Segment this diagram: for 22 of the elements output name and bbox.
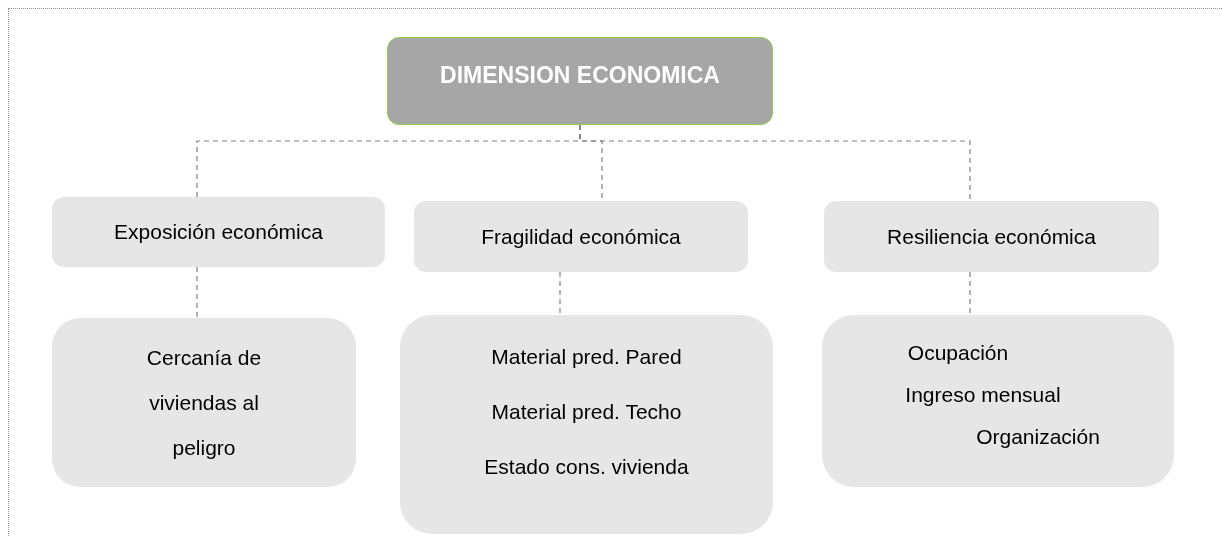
- indicator-box: [400, 315, 773, 534]
- node-label: Material pred. Techo: [491, 399, 682, 425]
- node-label: Ocupación: [907, 340, 1009, 366]
- indicator-box: [822, 315, 1174, 487]
- connector-line: [579, 124, 971, 202]
- node-label: Organización: [976, 424, 1100, 450]
- connector-line: [196, 266, 198, 319]
- node-label: Ingreso mensual: [905, 382, 1061, 408]
- connector-line: [559, 271, 561, 316]
- category-box: [52, 197, 385, 267]
- category-box: [414, 201, 748, 272]
- node-label: DIMENSION ECONOMICA: [440, 61, 720, 90]
- node-label: Cercanía de viviendas al peligro: [145, 345, 263, 461]
- node-label: Resiliencia económica: [887, 223, 1096, 250]
- connector-line: [969, 271, 971, 316]
- node-label: Fragilidad económica: [481, 223, 681, 250]
- root-box: [387, 37, 773, 125]
- indicator-box: [52, 318, 356, 487]
- node-label: Material pred. Pared: [491, 344, 682, 370]
- node-label: Exposición económica: [114, 219, 323, 246]
- node-label: Estado cons. vivienda: [484, 454, 689, 480]
- category-box: [824, 201, 1159, 272]
